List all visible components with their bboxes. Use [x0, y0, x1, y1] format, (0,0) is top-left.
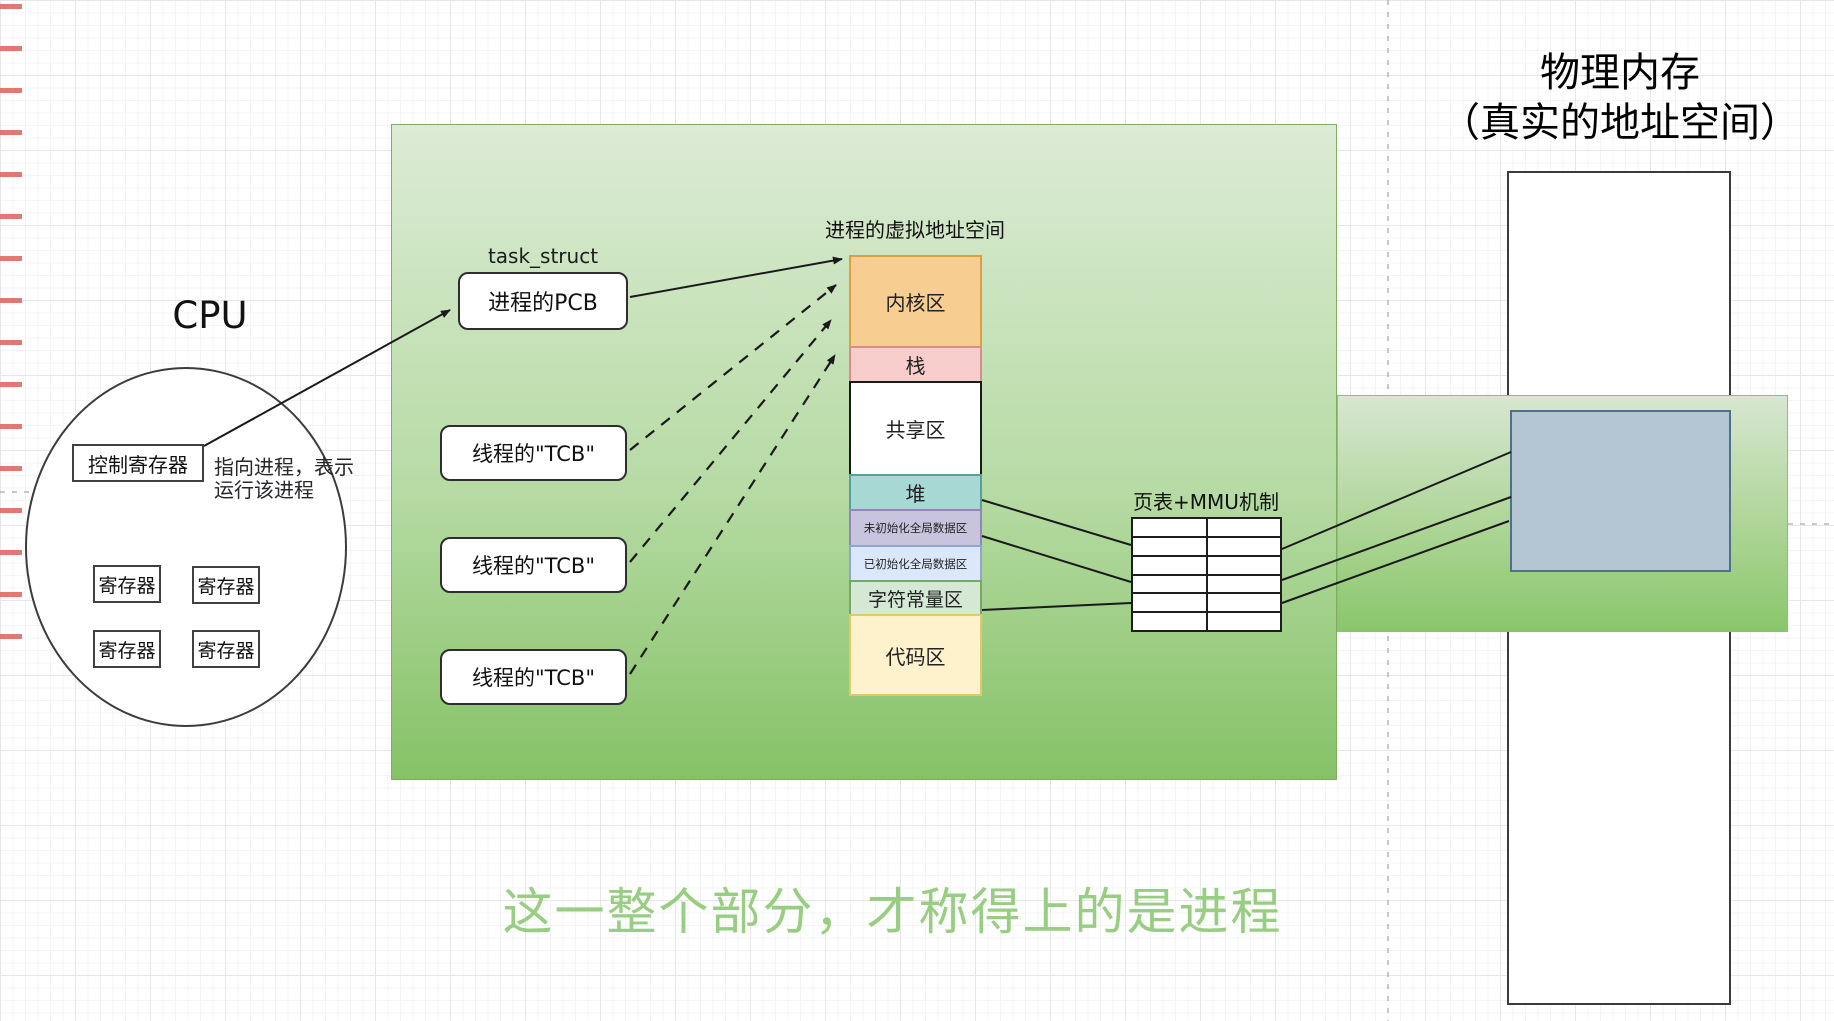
control-register-note: 指向进程，表示运行该进程	[214, 455, 354, 502]
red-edge-mark	[0, 172, 22, 177]
vas-stack: 内核区栈共享区堆未初始化全局数据区已初始化全局数据区字符常量区代码区	[849, 255, 982, 696]
page-table-cell	[1133, 594, 1206, 612]
red-edge-mark	[0, 634, 22, 639]
page-table-cell	[1133, 519, 1206, 536]
page-table-cell	[1207, 556, 1280, 574]
physical-memory-title: 物理内存 （真实的地址空间）	[1390, 48, 1834, 148]
red-edge-mark	[0, 298, 22, 303]
register-box-4: 寄存器	[192, 630, 260, 668]
register-box-1: 寄存器	[93, 565, 161, 603]
virtual-address-space-title: 进程的虚拟地址空间	[825, 218, 1005, 242]
page-table-cell	[1133, 575, 1206, 593]
vas-segment-7: 字符常量区	[849, 580, 982, 616]
red-edge-mark	[0, 550, 22, 555]
vas-segment-4: 堆	[849, 474, 982, 511]
vas-segment-5: 未初始化全局数据区	[849, 509, 982, 547]
red-edge-mark	[0, 508, 22, 513]
page-table-cell	[1207, 594, 1280, 612]
tcb-box-1: 线程的"TCB"	[440, 425, 627, 481]
page-table-cell	[1133, 613, 1206, 630]
cpu-circle	[25, 367, 347, 727]
vas-segment-6: 已初始化全局数据区	[849, 545, 982, 582]
vas-segment-3: 共享区	[849, 381, 982, 476]
control-register-box: 控制寄存器	[72, 444, 204, 482]
red-edge-mark	[0, 382, 22, 387]
red-edge-mark	[0, 4, 22, 9]
cpu-title: CPU	[172, 294, 248, 337]
page-table-title: 页表+MMU机制	[1133, 490, 1279, 514]
red-edge-mark	[0, 46, 22, 51]
register-box-3: 寄存器	[93, 630, 161, 668]
process-caption: 这一整个部分，才称得上的是进程	[502, 883, 1283, 941]
page-table-cell	[1133, 537, 1206, 555]
vas-segment-1: 内核区	[849, 255, 982, 348]
red-edge-mark	[0, 424, 22, 429]
red-edge-mark	[0, 214, 22, 219]
tcb-box-2: 线程的"TCB"	[440, 537, 627, 593]
page-table-cell	[1207, 575, 1280, 593]
red-edge-mark	[0, 340, 22, 345]
page-table-cell	[1207, 537, 1280, 555]
red-edge-mark	[0, 130, 22, 135]
red-edge-mark	[0, 466, 22, 471]
red-edge-mark	[0, 88, 22, 93]
mapped-physical-block	[1510, 410, 1731, 572]
task-struct-label: task_struct	[487, 244, 599, 268]
page-table-cell	[1207, 519, 1280, 536]
page-table-cell	[1133, 556, 1206, 574]
vas-segment-8: 代码区	[849, 614, 982, 696]
physical-memory-title-line1: 物理内存	[1540, 50, 1700, 96]
page-table-grid	[1131, 517, 1282, 632]
tcb-box-3: 线程的"TCB"	[440, 649, 627, 705]
vas-segment-2: 栈	[849, 346, 982, 383]
physical-memory-title-line2: （真实的地址空间）	[1440, 100, 1800, 146]
register-box-2: 寄存器	[192, 566, 260, 604]
page-table-cell	[1207, 613, 1280, 630]
pcb-box: 进程的PCB	[458, 272, 628, 330]
red-edge-mark	[0, 592, 22, 597]
red-edge-mark	[0, 256, 22, 261]
